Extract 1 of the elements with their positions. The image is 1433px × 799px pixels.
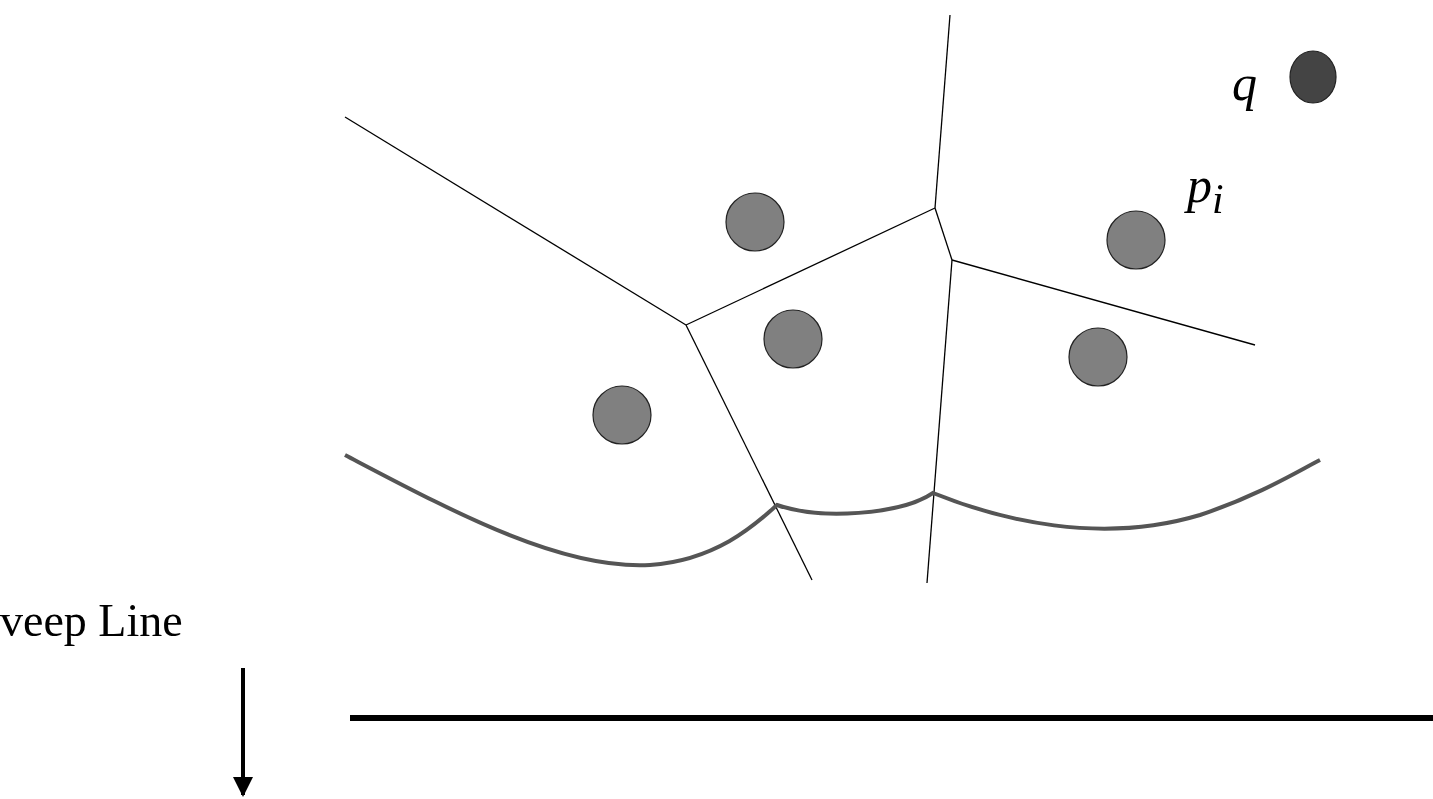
axis-label: veep Line xyxy=(0,598,183,644)
